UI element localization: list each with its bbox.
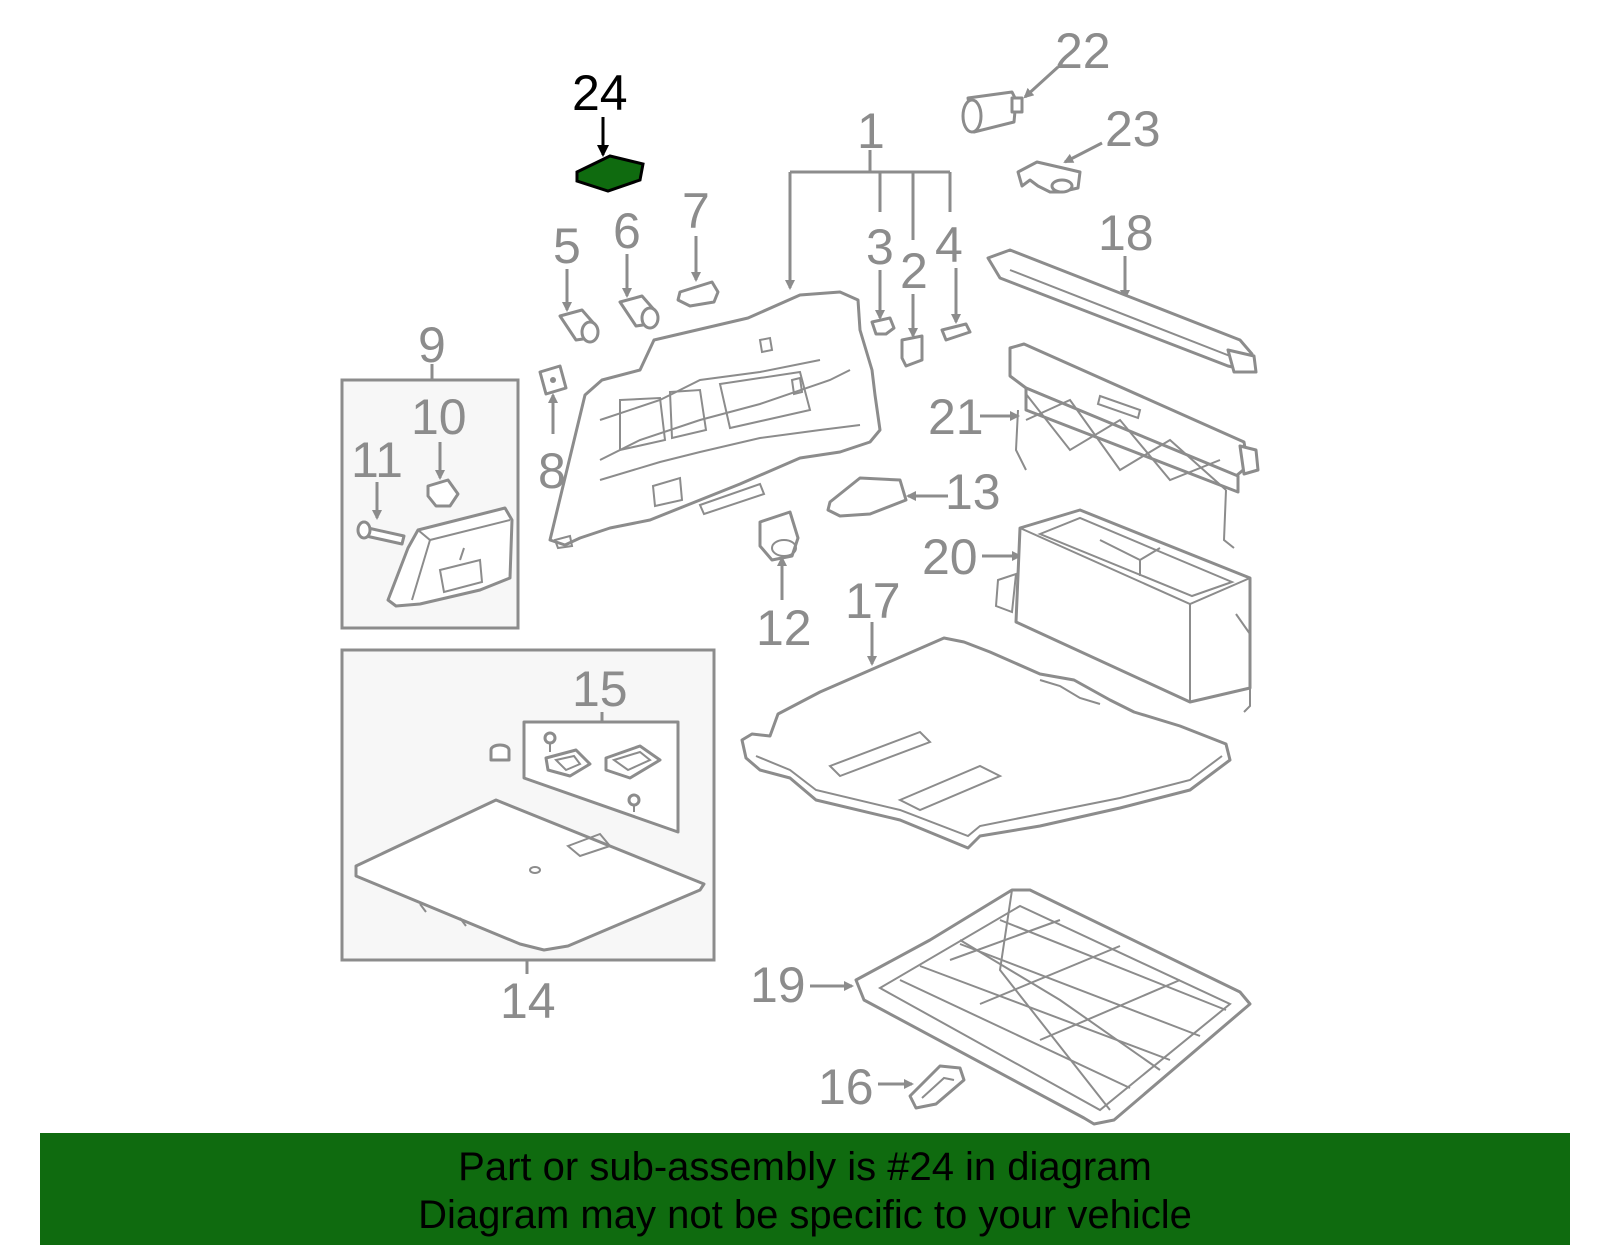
- info-banner: Part or sub-assembly is #24 in diagram D…: [40, 1133, 1570, 1245]
- callout-14: 14: [500, 973, 556, 1029]
- callout-4: 4: [935, 217, 963, 273]
- callout-8: 8: [538, 443, 566, 499]
- callout-6: 6: [613, 203, 641, 259]
- callout-10: 10: [411, 389, 467, 445]
- part-24-pad[interactable]: [575, 154, 645, 193]
- leader-23: [1063, 141, 1103, 164]
- part-21-cargo-net[interactable]: [1008, 342, 1260, 549]
- part-18-tonneau-cover[interactable]: [986, 248, 1258, 374]
- part-9-handle-assembly[interactable]: [386, 506, 514, 608]
- callout-18: 18: [1098, 205, 1154, 261]
- part-22-grommet[interactable]: [961, 90, 1024, 134]
- callout-11: 11: [351, 432, 403, 488]
- part-15-spacer[interactable]: [489, 743, 511, 762]
- callout-12: 12: [756, 600, 812, 656]
- callout-15: 15: [572, 661, 628, 717]
- part-17-cargo-floor[interactable]: [740, 636, 1232, 850]
- part-16-hook[interactable]: [908, 1064, 966, 1110]
- part-10-clip[interactable]: [426, 478, 460, 508]
- callout-5: 5: [553, 218, 581, 274]
- part-11-bolt[interactable]: [356, 520, 406, 546]
- part-8-bracket[interactable]: [538, 364, 568, 396]
- part-14-floor-board[interactable]: [354, 798, 706, 952]
- part-15-hooks[interactable]: [543, 731, 662, 812]
- part-19-cargo-tray[interactable]: [854, 888, 1252, 1126]
- part-7-cap[interactable]: [676, 280, 720, 308]
- callout-1: 1: [857, 103, 885, 159]
- part-6-fastener[interactable]: [618, 294, 660, 330]
- callout-19: 19: [750, 957, 806, 1013]
- callout-2: 2: [900, 243, 928, 299]
- banner-line-1: Part or sub-assembly is #24 in diagram: [458, 1145, 1152, 1189]
- part-1-trim-panel[interactable]: [548, 290, 882, 550]
- callout-22: 22: [1055, 23, 1111, 79]
- part-3-clip[interactable]: [870, 316, 896, 336]
- callout-7: 7: [682, 183, 710, 239]
- callout-23: 23: [1105, 101, 1161, 157]
- part-5-fastener[interactable]: [558, 308, 600, 344]
- part-4-pin[interactable]: [940, 322, 972, 342]
- part-20-storage-box[interactable]: [994, 508, 1252, 713]
- part-13-hook[interactable]: [826, 476, 908, 518]
- callout-17: 17: [845, 573, 901, 629]
- callout-16: 16: [818, 1059, 874, 1115]
- part-23-clip[interactable]: [1016, 160, 1082, 194]
- part-2-clip[interactable]: [900, 334, 924, 368]
- part-12-cover[interactable]: [758, 510, 800, 562]
- banner-line-2: Diagram may not be specific to your vehi…: [418, 1193, 1192, 1237]
- callout-20: 20: [922, 529, 978, 585]
- callout-24: 24: [572, 65, 628, 121]
- leader-22: [1023, 65, 1060, 99]
- callout-21: 21: [928, 389, 984, 445]
- callout-13: 13: [945, 464, 1001, 520]
- callout-9: 9: [418, 317, 446, 373]
- callout-3: 3: [866, 219, 894, 275]
